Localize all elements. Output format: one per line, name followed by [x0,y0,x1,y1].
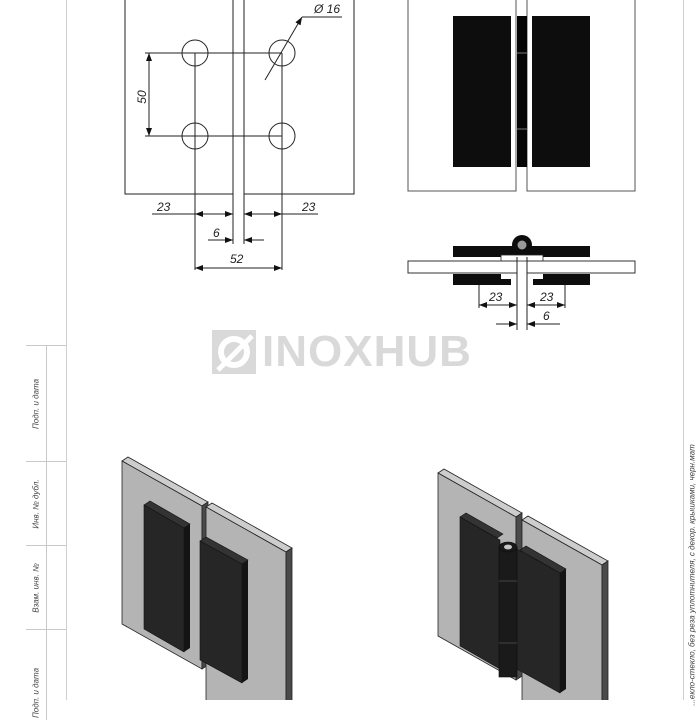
dim-hole-spacing: 52 [230,252,244,266]
watermark-text: INOXHUB [262,327,472,376]
front-dim-labels: Ø 16 50 23 23 6 52 [135,2,340,266]
section-view: 23 23 6 [407,235,636,330]
dim-gap: 6 [213,226,220,240]
frame-right-line [683,0,684,700]
section-dim-right: 23 [539,290,554,304]
stamp-cell-sign-date-2: Подп. и дата [26,629,66,720]
drawing-sheet: Подп. и дата Инв. № дубл. Взам. инв. № П… [26,0,697,720]
section-dim-gap: 6 [543,309,550,323]
glass-panel-right [243,0,355,195]
glass-panel-left [124,0,234,195]
hinge-leaf-left [453,16,511,167]
title-stamp-column: Подп. и дата Инв. № дубл. Взам. инв. № П… [26,345,66,720]
front-hinge-view [407,0,636,192]
watermark-logo: INOXHUB [212,327,472,376]
dim-vertical-spacing: 50 [135,90,149,104]
stamp-cell-replace-inv: Взам. инв. № [26,545,66,630]
front-dimensioned-view [124,0,355,271]
hinge-knuckle [517,16,527,167]
dim-left-offset: 23 [156,200,171,214]
stamp-cell-sign-date: Подп. и дата [26,345,66,462]
section-dim-left: 23 [488,290,503,304]
iso-view-no-pin [121,456,293,700]
hinge-leaf-right [532,16,590,167]
stamp-cell-dup-inv: Инв. № дубл. [26,461,66,546]
frame-left-line [66,0,67,700]
dim-hole-diameter: Ø 16 [313,2,340,16]
iso-view-with-pin [437,468,609,700]
drawing-canvas: Ø 16 50 23 23 6 52 [121,0,636,700]
watermark-logo-icon [212,330,256,374]
dim-right-offset: 23 [301,200,316,214]
